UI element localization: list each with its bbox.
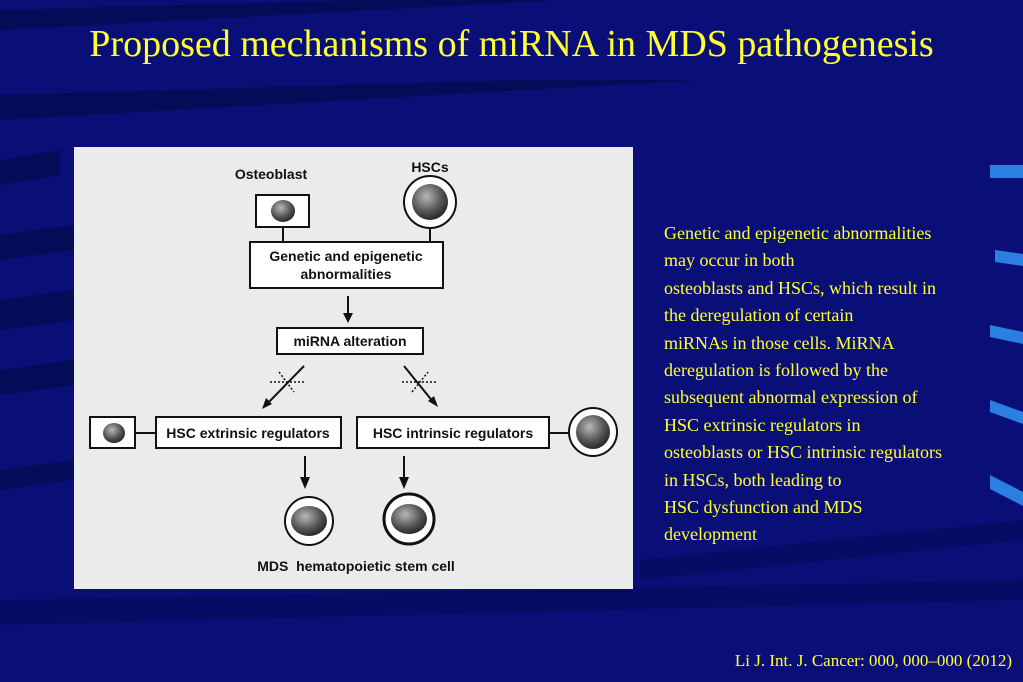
mirna-alteration-box bbox=[276, 327, 424, 355]
mirna-box-label: miRNA alteration bbox=[293, 333, 406, 349]
description-line: in HSCs, both leading to bbox=[664, 469, 842, 490]
hscs-label: HSCs bbox=[411, 159, 449, 175]
description-line: development bbox=[664, 524, 757, 545]
slide-title: Proposed mechanisms of miRNA in MDS path… bbox=[89, 23, 934, 65]
osteoblast-icon bbox=[89, 416, 136, 449]
citation: Li J. Int. J. Cancer: 000, 000–000 (2012… bbox=[734, 651, 1012, 670]
description-line: the deregulation of certain bbox=[664, 305, 854, 326]
mechanism-diagram: Osteoblast HSCs Genetic and epigenetic a… bbox=[74, 147, 633, 589]
description-line: Genetic and epigenetic abnormalities bbox=[664, 223, 932, 243]
genetic-box-line-1: Genetic and epigenetic bbox=[269, 248, 422, 264]
description-line: osteoblasts and HSCs, which result in bbox=[664, 277, 936, 298]
description-line: may occur in both bbox=[664, 250, 795, 271]
hsc-extrinsic-regulators-box bbox=[155, 416, 342, 449]
hsc-icon bbox=[568, 407, 618, 457]
description-line: miRNAs in those cells. MiRNA bbox=[664, 332, 895, 353]
description-line: osteoblasts or HSC intrinsic regulators bbox=[664, 442, 942, 463]
down-arrow bbox=[343, 296, 353, 323]
description-line: deregulation is followed by the bbox=[664, 360, 888, 381]
inhibited-arrow-right bbox=[402, 365, 438, 407]
osteoblast-label: Osteoblast bbox=[235, 166, 308, 182]
mds-cell-icon bbox=[284, 496, 334, 546]
description-text: Genetic and epigenetic abnormalities may… bbox=[664, 220, 1019, 549]
description-line: HSC dysfunction and MDS bbox=[664, 497, 863, 518]
down-arrow bbox=[399, 456, 409, 489]
down-arrow bbox=[300, 456, 310, 489]
extrinsic-box-label: HSC extrinsic regulators bbox=[166, 425, 330, 441]
bottom-caption: MDS hematopoietic stem cell bbox=[257, 558, 455, 574]
osteoblast-icon bbox=[255, 194, 310, 228]
description-line: HSC extrinsic regulators in bbox=[664, 414, 861, 435]
genetic-box-line-2: abnormalities bbox=[300, 266, 391, 282]
description-line: subsequent abnormal expression of bbox=[664, 387, 918, 408]
hsc-intrinsic-regulators-box bbox=[356, 416, 550, 449]
hematopoietic-stem-cell-icon bbox=[382, 492, 436, 546]
genetic-epigenetic-box bbox=[249, 241, 444, 289]
hsc-icon bbox=[403, 175, 457, 229]
intrinsic-box-label: HSC intrinsic regulators bbox=[373, 425, 533, 441]
inhibited-arrow-left bbox=[262, 365, 305, 409]
